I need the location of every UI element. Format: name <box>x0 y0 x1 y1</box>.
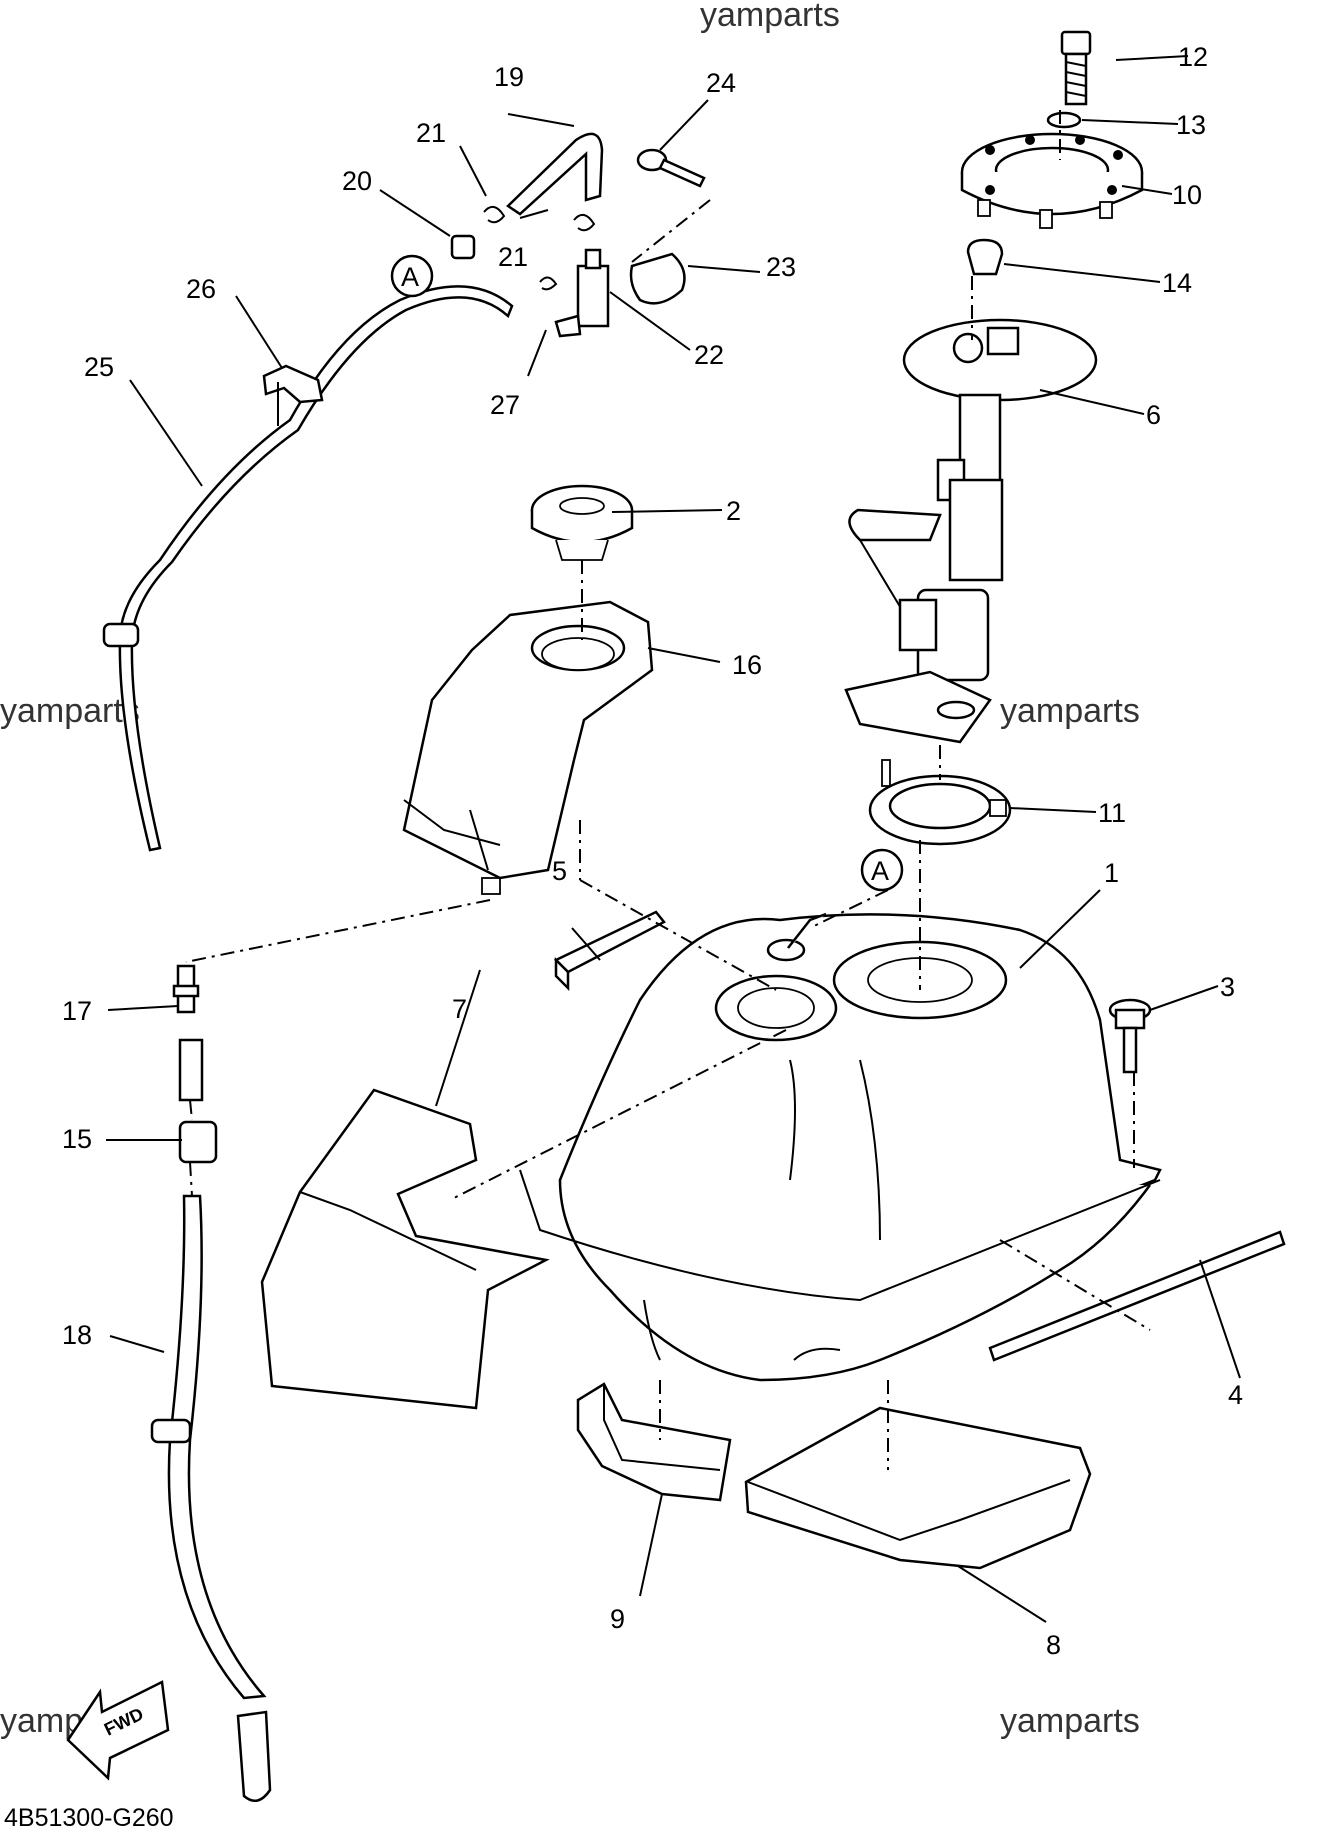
part-23-clamp <box>629 252 686 305</box>
part-11-ring <box>868 759 1012 846</box>
callout-2: 2 <box>726 496 741 526</box>
part-9-pad <box>576 1382 732 1502</box>
callout-numbers: 1 2 3 4 5 6 7 8 9 10 11 12 13 14 15 16 1… <box>62 42 1243 1660</box>
callout-3: 3 <box>1220 972 1235 1002</box>
callout-24: 24 <box>706 68 736 98</box>
part-13-washer <box>1046 111 1082 129</box>
part-27-clip <box>539 276 558 291</box>
callout-25: 25 <box>84 352 114 382</box>
callout-5: 5 <box>552 856 567 886</box>
part-19-hose <box>506 132 604 216</box>
callout-21-lower: 21 <box>498 242 528 272</box>
part-4-strip <box>988 1230 1286 1362</box>
part-18-drain-hose <box>167 1194 267 1700</box>
callout-1: 1 <box>1104 858 1119 888</box>
callout-9: 9 <box>610 1604 625 1634</box>
callout-4: 4 <box>1228 1380 1243 1410</box>
callout-18: 18 <box>62 1320 92 1350</box>
part-7-heat-shield <box>260 1088 550 1410</box>
connector-a-lower: A <box>860 848 904 892</box>
part-12-bolt <box>1060 30 1092 106</box>
part-24-screw <box>636 148 706 188</box>
callout-20: 20 <box>342 166 372 196</box>
part-8-pad <box>744 1406 1092 1570</box>
part-22-valve <box>554 248 610 338</box>
diagram-code: 4B51300-G260 <box>4 1804 174 1832</box>
hose-end <box>236 1710 272 1803</box>
part-1-fuel-tank <box>519 912 1162 1382</box>
hose-band-25 <box>102 622 140 648</box>
watermark-bottom-right: yamparts <box>1000 1702 1140 1740</box>
callout-12: 12 <box>1178 42 1208 72</box>
part-21-clamp-right <box>573 213 596 232</box>
callout-27: 27 <box>490 390 520 420</box>
callout-22: 22 <box>694 340 724 370</box>
callout-11: 11 <box>1098 798 1126 828</box>
part-6-fuel-pump <box>844 318 1098 744</box>
watermark-top: yamparts <box>700 0 840 34</box>
callout-19: 19 <box>494 62 524 92</box>
callout-15: 15 <box>62 1124 92 1154</box>
connector-a-upper: A <box>390 254 434 298</box>
part-3-bolt <box>1108 998 1152 1074</box>
svg-text:A: A <box>401 262 419 292</box>
part-15-grommet <box>178 1120 218 1164</box>
callout-23: 23 <box>766 252 796 282</box>
callout-17: 17 <box>62 996 92 1026</box>
part-21-clamp-left <box>483 205 506 224</box>
part-5-strip <box>553 910 666 992</box>
part-16-cover <box>402 600 654 895</box>
part-14-grommet <box>966 238 1004 276</box>
watermark-right: yamparts <box>1000 692 1140 730</box>
callout-8: 8 <box>1046 1630 1061 1660</box>
svg-text:A: A <box>871 856 889 886</box>
callout-21-upper: 21 <box>416 118 446 148</box>
fwd-arrow-icon: FWD <box>66 1680 170 1781</box>
watermark-left: yamparts <box>0 692 140 730</box>
leader-lines <box>106 55 1241 1623</box>
callout-16: 16 <box>732 650 762 680</box>
callout-14: 14 <box>1162 268 1192 298</box>
dashed-assembly-lines <box>185 110 1151 1470</box>
callout-6: 6 <box>1146 400 1161 430</box>
hose-band-18 <box>150 1418 192 1444</box>
short-hose-17-15 <box>178 1038 204 1102</box>
callout-26: 26 <box>186 274 216 304</box>
callout-10: 10 <box>1172 180 1202 210</box>
part-17-fitting <box>172 964 200 1014</box>
part-10-plate <box>960 132 1144 229</box>
part-26-clip <box>262 364 324 404</box>
part-2-fuel-cap <box>530 484 634 561</box>
callout-7: 7 <box>452 994 467 1024</box>
part-20-plug <box>450 234 476 260</box>
callout-13: 13 <box>1176 110 1206 140</box>
